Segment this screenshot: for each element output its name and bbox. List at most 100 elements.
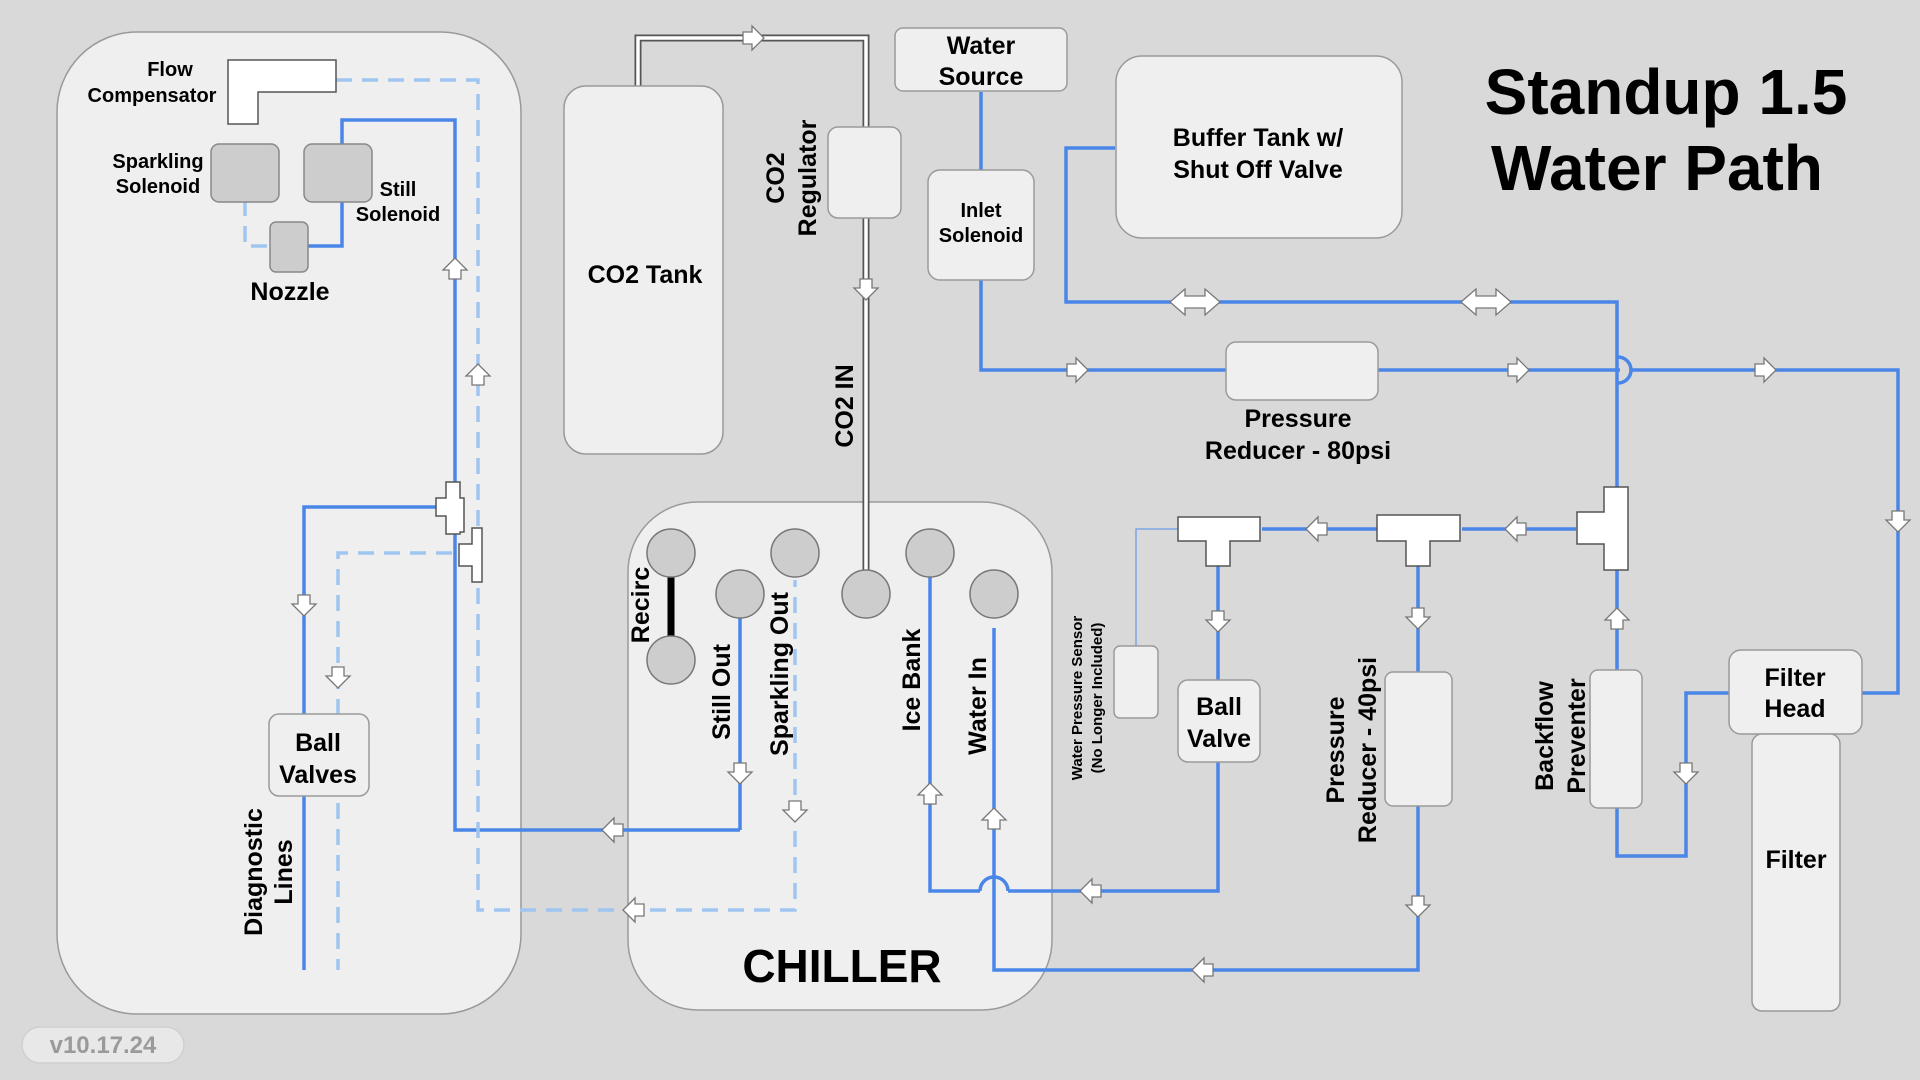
pressure-reducer-40-label: Pressure [1322, 696, 1350, 803]
ball-valves [268, 713, 370, 797]
ice-bank-return [1008, 762, 1220, 893]
pressure-reducer-40-label-2: Reducer - 40psi [1354, 657, 1382, 843]
ball-valves-label-2: Valves [279, 761, 357, 789]
flow-arrow [1205, 610, 1231, 633]
co2-regulator-label: CO2 [762, 152, 790, 203]
still-out-label: Still Out [708, 643, 736, 740]
flow-arrow [742, 25, 765, 51]
ice-bank-label: Ice Bank [898, 628, 926, 731]
still-solenoid-label: Still [380, 179, 417, 201]
pressure-reducer-80-label: Pressure [1244, 405, 1351, 433]
filter-head-label: Filter [1764, 664, 1825, 692]
flow-arrow [1191, 957, 1214, 983]
title-line-2: Water Path [1491, 132, 1823, 204]
ball-valve-supply-line [302, 505, 455, 970]
sparkling-solenoid [210, 143, 280, 203]
pressure-reducer-80 [1225, 341, 1379, 401]
backflow-preventer-label-2: Preventer [1563, 678, 1591, 794]
co2-regulator-label-2: Regulator [794, 119, 822, 236]
tower-tee-upper [435, 481, 465, 535]
water-pressure-sensor-label: Water Pressure Sensor [1069, 616, 1086, 781]
ball-valve-label-2: Valve [1187, 725, 1251, 753]
inlet-solenoid-label-2: Solenoid [939, 225, 1023, 247]
recirc-port-top [646, 528, 696, 578]
diagnostic-lines-label-2: Lines [270, 839, 298, 904]
filter-label: Filter [1765, 846, 1826, 874]
tee-ball-valve [1177, 516, 1261, 567]
co2-tank-label: CO2 Tank [588, 261, 703, 289]
recirc-label: Recirc [627, 567, 655, 644]
co2-in-port [841, 569, 891, 619]
still-supply-line [290, 118, 740, 832]
flow-compensator-label-2: Compensator [88, 85, 217, 107]
water-source [894, 27, 1068, 92]
flow-arrow [1305, 516, 1328, 542]
flow-arrow [1405, 895, 1431, 918]
flow-arrow [1604, 607, 1630, 630]
ball-valve [1177, 679, 1261, 763]
inlet-line [979, 280, 1226, 372]
backflow-preventer-label: Backflow [1531, 681, 1559, 791]
sparkling-out-port [770, 528, 820, 578]
sparkling-out-label: Sparkling Out [766, 591, 794, 756]
pressure-reducer-80-label-2: Reducer - 80psi [1205, 437, 1391, 465]
flow-arrow [1507, 357, 1530, 383]
flow-arrow [1504, 516, 1527, 542]
flow-arrow [1885, 510, 1911, 533]
sparkling-to-solenoid [243, 200, 270, 248]
still-solenoid-label-2: Solenoid [356, 204, 440, 226]
still-solenoid [303, 143, 373, 203]
tee-reducer-40 [1376, 514, 1461, 567]
co2-regulator [827, 126, 902, 219]
filter-feed-line [1632, 368, 1900, 695]
co2-in-label: CO2 IN [831, 364, 859, 447]
version-badge [21, 1026, 185, 1064]
title-line-1: Standup 1.5 [1485, 56, 1848, 128]
flow-arrow [1405, 607, 1431, 630]
filter [1751, 733, 1841, 1012]
diagnostic-return-line [336, 551, 478, 970]
co2-tank [563, 85, 724, 455]
water-pressure-sensor [1113, 645, 1159, 719]
flow-arrow [853, 278, 879, 301]
nozzle-label: Nozzle [250, 278, 329, 306]
water-source-label: Water [947, 32, 1016, 60]
buffer-tank-line [1064, 146, 1619, 487]
filter-head-label-2: Head [1764, 695, 1825, 723]
ice-bank-port [905, 528, 955, 578]
pressure-reducer-40 [1384, 671, 1453, 807]
flow-arrow [601, 817, 624, 843]
still-out-port [715, 569, 765, 619]
flow-compensator-label: Flow [147, 59, 193, 81]
water-source-label-2: Source [939, 63, 1024, 91]
ball-valves-label: Ball [295, 729, 341, 757]
ice-bank-hop [978, 875, 1010, 892]
recirc-port-bottom [646, 635, 696, 685]
buffer-tank-label: Buffer Tank w/ [1173, 124, 1343, 152]
flow-arrow [1673, 762, 1699, 785]
ball-valve-label: Ball [1196, 693, 1242, 721]
chiller-label: CHILLER [742, 940, 941, 992]
crossover-hop [1617, 355, 1633, 385]
dispenser-tower [56, 31, 522, 1015]
buffer-tank [1115, 55, 1403, 239]
flow-arrow-bidirectional [1169, 288, 1221, 316]
flow-arrow [1066, 357, 1089, 383]
inlet-solenoid-label: Inlet [960, 200, 1001, 222]
sparkling-diagnostic-line [336, 78, 797, 912]
water-in-port [969, 569, 1019, 619]
buffer-tank-label-2: Shut Off Valve [1173, 156, 1343, 184]
tee-backflow [1576, 486, 1629, 571]
filter-out-line [1615, 691, 1729, 858]
water-pressure-sensor-label-2: (No Longer Included) [1089, 623, 1106, 774]
sparkling-solenoid-label-2: Solenoid [116, 176, 200, 198]
sparkling-solenoid-label: Sparkling [112, 151, 203, 173]
water-in-label: Water In [964, 657, 992, 755]
diagnostic-lines-label: Diagnostic [240, 808, 268, 936]
ice-bank-line [928, 574, 980, 893]
flow-arrow-bidirectional [1460, 288, 1512, 316]
flow-compensator [227, 59, 337, 125]
version-label: v10.17.24 [50, 1032, 157, 1059]
tower-tee-lower [458, 527, 483, 583]
